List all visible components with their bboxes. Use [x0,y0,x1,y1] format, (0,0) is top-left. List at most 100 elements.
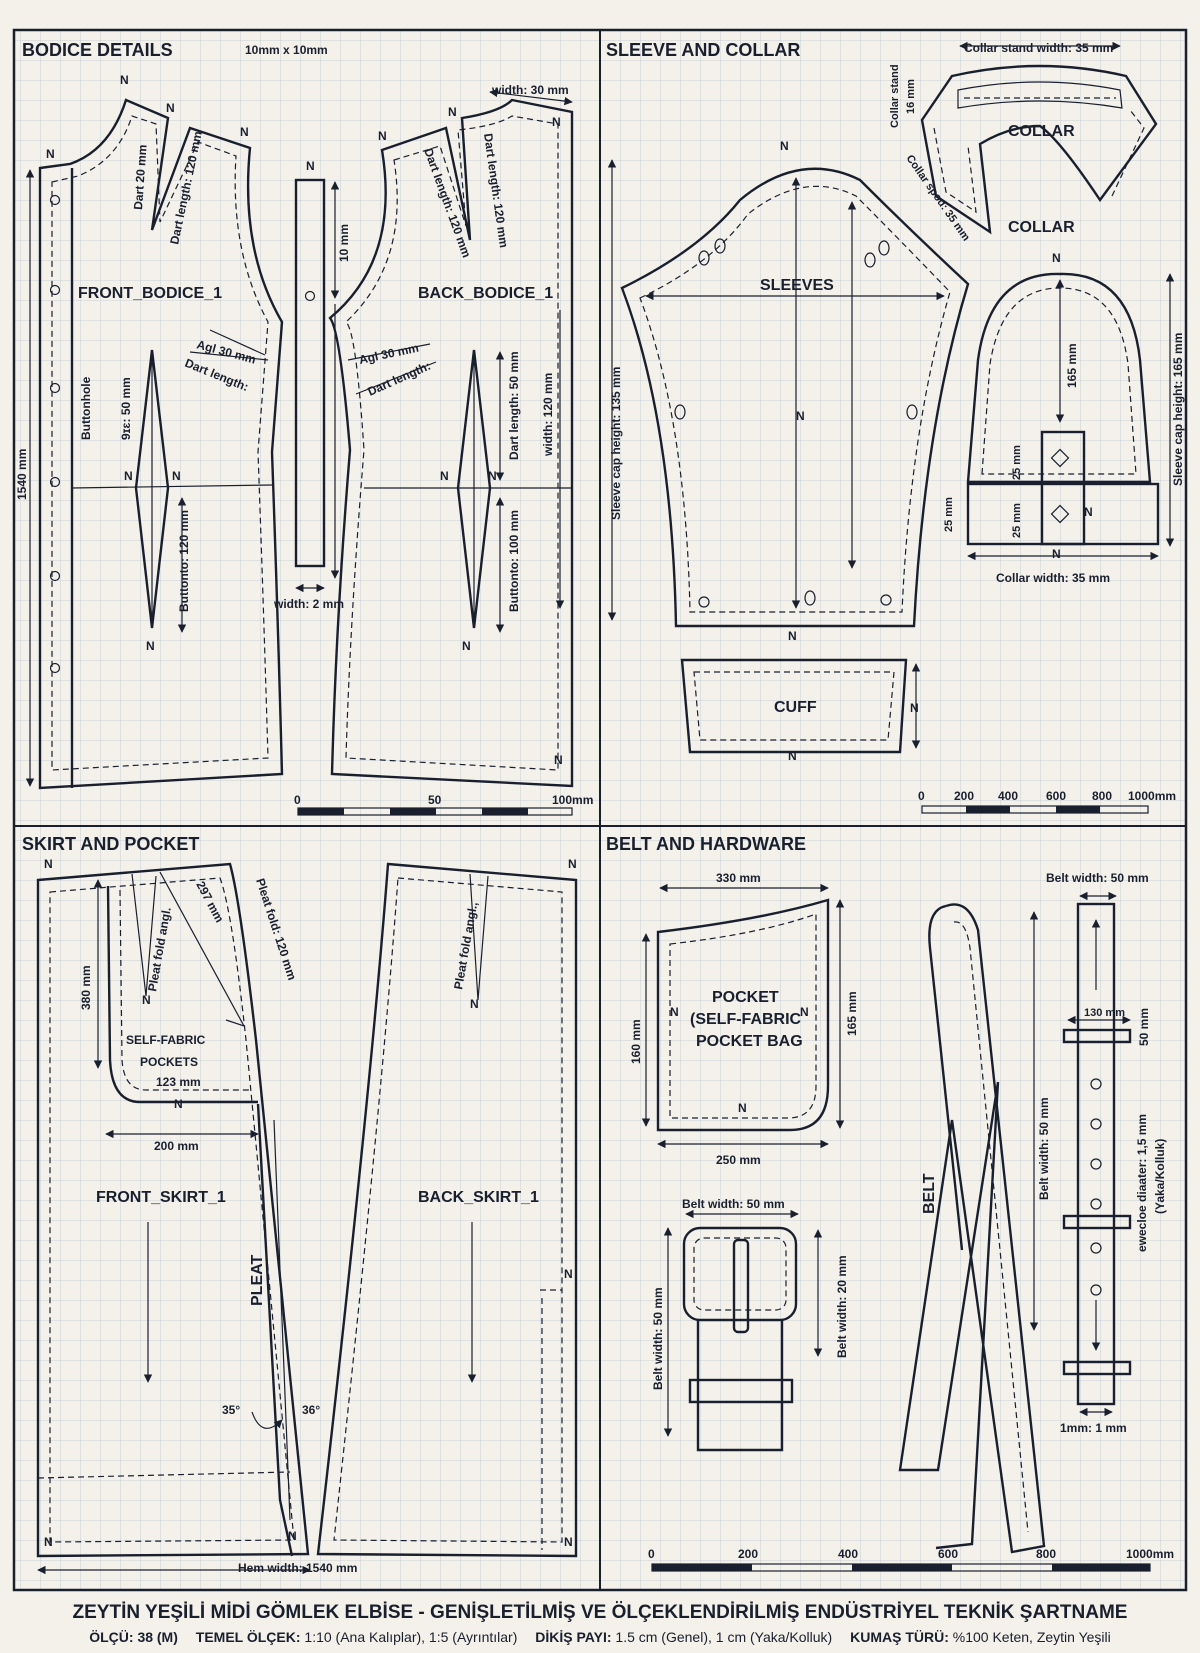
buckle-height-50: Belt width: 50 mm [651,1287,665,1390]
sleeve-scale-600: 600 [1046,789,1066,803]
fabric-label: KUMAŞ TÜRÜ: [850,1629,949,1645]
bodice-scale-100: 100mm [552,793,593,807]
pleat-label: PLEAT [249,1255,266,1306]
angle-36: 36° [302,1403,320,1417]
notch-marker: N [46,147,55,161]
cuff-label: CUFF [774,699,817,716]
notch-marker: N [378,129,387,143]
collar-outline [920,64,1158,235]
belt-scale-600: 600 [938,1547,958,1561]
belt-scale-bar: 0 200 400 600 800 1000mm [648,1547,1174,1572]
band-25-c: 25 mm [943,497,955,532]
cuff-outline [680,658,908,754]
notch-marker: N [568,857,577,871]
notch-marker: N [780,139,789,153]
band-tab [1040,430,1086,546]
footer: ZEYTİN YEŞİLİ MİDİ GÖMLEK ELBİSE - GENİŞ… [73,1602,1128,1645]
buckle-width-20: Belt width: 20 mm [835,1255,849,1358]
notch-marker: N [564,1535,573,1549]
pocket-165: 165 mm [845,991,859,1036]
pocket-123: 123 mm [156,1075,201,1089]
notch-marker: N [448,105,457,119]
collar-stand-label: Collar stand [889,64,901,128]
belt-scale-400: 400 [838,1547,858,1561]
collar-stand-width: Collar stand width: 35 mm [964,41,1113,55]
notch-marker: N [120,73,129,87]
eyelet-yaka: (Yaka/Kolluk) [1153,1139,1167,1214]
keeper-bottom [1062,1360,1132,1376]
notch-marker: N [462,639,471,653]
keeper-top [1062,1028,1132,1044]
belt-130: 130 mm [1084,1007,1125,1019]
hem-width: Hem width: 1540 mm [238,1561,357,1575]
notch-marker: N [306,159,315,173]
buttonhole-label: Buttonhole [79,376,93,440]
belt-end-width-50: Belt width: 50 mm [1046,871,1149,885]
bodice-scale-50: 50 [428,793,442,807]
fabric-value: %100 Keten, Zeytin Yeşili [953,1629,1111,1645]
sleeve-scale-200: 200 [954,789,974,803]
back-bodice-label: BACK_BODICE_1 [418,285,553,302]
seam-value: 1.5 cm (Genel), 1 cm (Yaka/Kolluk) [615,1629,832,1645]
notch-marker: N [172,469,181,483]
front-button-120-label: Buttonto: 120 mm [177,510,191,612]
skirt-title: SKIRT AND POCKET [22,834,199,854]
footer-title: ZEYTİN YEŞİLİ MİDİ GÖMLEK ELBİSE - GENİŞ… [73,1602,1128,1623]
notch-marker: N [1052,251,1061,265]
bodice-scale-0: 0 [294,793,301,807]
back-width-120: width: 120 mm [541,373,555,457]
collar-16: 16 mm [905,79,917,114]
sleeve-scale-bar: 0 200 400 600 800 1000mm [918,789,1176,814]
front-length: 1540 mm [15,449,29,500]
belt-label: BELT [921,1173,938,1214]
sleeve-scale-400: 400 [998,789,1018,803]
sleeve-title: SLEEVE AND COLLAR [606,40,800,60]
pocket-label-1: SELF-FABRIC [126,1033,206,1047]
pocket-200: 200 mm [154,1139,199,1153]
front-bodice-outline [38,98,284,790]
notch-marker: N [738,1101,747,1115]
notch-marker: N [470,997,479,1011]
notch-marker: N [788,749,797,763]
notch-marker: N [124,469,133,483]
notch-marker: N [166,101,175,115]
notch-marker: N [488,469,497,483]
notch-marker: N [146,639,155,653]
skirt-380: 380 mm [79,965,93,1010]
front-buttons [49,194,61,674]
belt-scale-800: 800 [1036,1547,1056,1561]
notch-marker: N [142,993,151,1007]
front-skirt-label: FRONT_SKIRT_1 [96,1189,226,1206]
notch-marker: N [240,125,249,139]
placket-width-label: width: 2 mm [273,597,344,611]
back-dart-50-label: Dart length: 50 mm [507,351,521,460]
belt-title: BELT AND HARDWARE [606,834,806,854]
pocket-bag-label-3: POCKET BAG [696,1033,803,1050]
bodice-title: BODICE DETAILS [22,40,173,60]
notch-marker: N [1084,505,1093,519]
front-skirt-outline [36,862,310,1558]
band-165: 165 mm [1065,343,1079,388]
seam-label: DİKİŞ PAYI: [535,1629,611,1645]
back-skirt-outline [316,862,578,1558]
belt-height-50: Belt width: 50 mm [1037,1097,1051,1200]
angle-35: 35° [222,1403,240,1417]
pocket-bag-outline [656,898,830,1132]
dart-20-label: Dart 20 mm [131,144,150,210]
sleeve-cap-165: Sleeve cap height: 165 mm [1171,333,1185,486]
sleeve-scale-1000: 1000mm [1128,789,1176,803]
pocket-bag-label-1: POCKET [712,989,779,1006]
bodice-scale-bar: 0 50 100mm [294,793,593,816]
pocket-160: 160 mm [629,1019,643,1064]
pocket-250: 250 mm [716,1153,761,1167]
band-25-b: 25 mm [1011,503,1023,538]
placket-10mm: 10 mm [337,224,351,262]
sleeve-scale-800: 800 [1092,789,1112,803]
notch-marker: N [440,469,449,483]
sleeve-scale-0: 0 [918,789,925,803]
back-skirt-label: BACK_SKIRT_1 [418,1189,539,1206]
footer-specs: ÖLÇÜ: 38 (M) TEMEL ÖLÇEK: 1:10 (Ana Kalı… [89,1629,1111,1645]
front-bodice-label: FRONT_BODICE_1 [78,285,222,302]
sleeve-cap-135: Sleeve cap height: 135 mm [609,367,623,520]
